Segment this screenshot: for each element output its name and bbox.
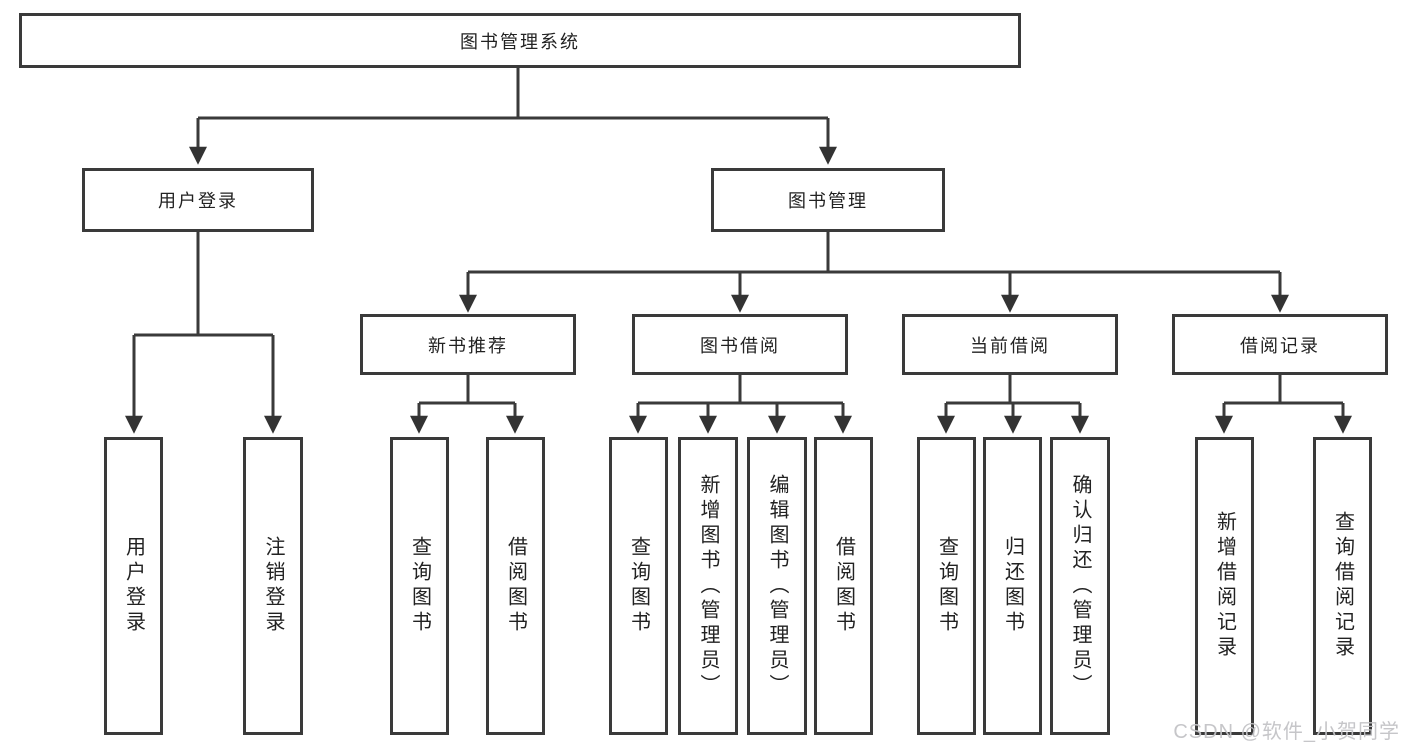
node-new-book-recommendation: 新书推荐 xyxy=(360,314,576,375)
node-current-query-books: 查询图书 xyxy=(917,437,976,735)
node-logout: 注销登录 xyxy=(243,437,303,735)
node-edit-book-admin: 编辑图书（管理员） xyxy=(747,437,807,735)
node-borrow-query-books: 查询图书 xyxy=(609,437,668,735)
node-confirm-return-admin: 确认归还（管理员） xyxy=(1050,437,1110,735)
node-add-borrow-record: 新增借阅记录 xyxy=(1195,437,1254,735)
node-borrow-borrow-books: 借阅图书 xyxy=(814,437,873,735)
node-book-borrowing: 图书借阅 xyxy=(632,314,848,375)
node-return-book: 归还图书 xyxy=(983,437,1042,735)
node-current-borrowing: 当前借阅 xyxy=(902,314,1118,375)
csdn-watermark: CSDN @软件_小贺同学 xyxy=(1173,721,1400,743)
node-recommend-query-books: 查询图书 xyxy=(390,437,449,735)
node-add-book-admin: 新增图书（管理员） xyxy=(678,437,738,735)
node-user-login: 用户登录 xyxy=(82,168,314,232)
node-recommend-borrow-books: 借阅图书 xyxy=(486,437,545,735)
node-book-management: 图书管理 xyxy=(711,168,945,232)
node-user-login-leaf: 用户登录 xyxy=(104,437,163,735)
node-borrowing-records: 借阅记录 xyxy=(1172,314,1388,375)
node-root: 图书管理系统 xyxy=(19,13,1021,68)
node-query-borrow-record: 查询借阅记录 xyxy=(1313,437,1372,735)
